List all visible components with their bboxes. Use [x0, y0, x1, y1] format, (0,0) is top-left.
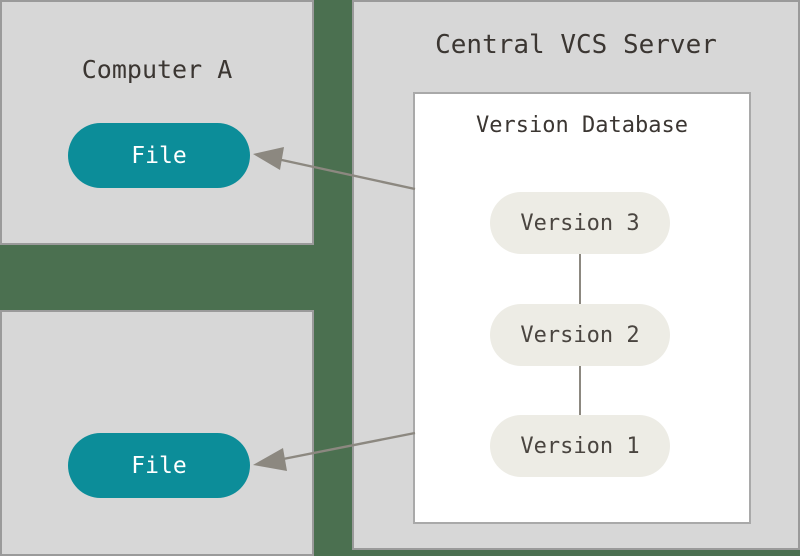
version-node-3[interactable]: Version 3: [490, 192, 670, 254]
central-vcs-server-title: Central VCS Server: [435, 30, 717, 60]
version-node-1[interactable]: Version 1: [490, 415, 670, 477]
computer-a-panel: Computer A: [0, 0, 314, 245]
version-node-2[interactable]: Version 2: [490, 304, 670, 366]
computer-a-file-node[interactable]: File: [68, 123, 250, 188]
version-database-title: Version Database: [476, 113, 688, 138]
computer-b-file-node[interactable]: File: [68, 433, 250, 498]
computer-a-title: Computer A: [81, 55, 233, 84]
